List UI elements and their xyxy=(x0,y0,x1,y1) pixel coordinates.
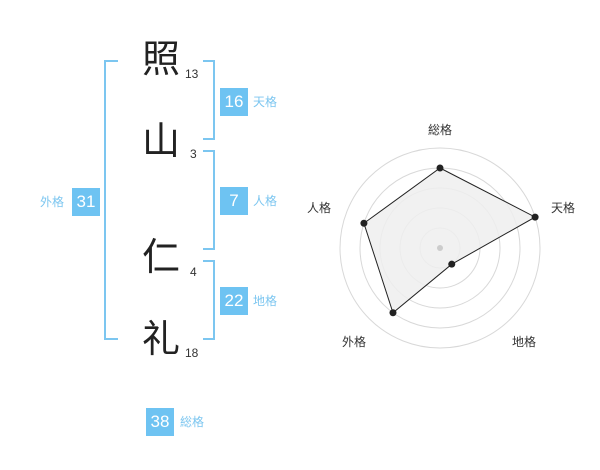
radar-label-jinkaku: 人格 xyxy=(307,200,331,215)
jinkaku-label: 人格 xyxy=(253,194,278,208)
stroke-count-2: 3 xyxy=(190,147,197,161)
jinkaku-value: 7 xyxy=(220,187,248,215)
radar-point-0 xyxy=(436,164,444,172)
radar-label-chikaku: 地格 xyxy=(512,334,536,349)
radar-point-3 xyxy=(389,309,397,317)
name-char-4: 礼 xyxy=(142,317,181,361)
soukaku-value: 38 xyxy=(146,408,174,436)
chikaku-label: 地格 xyxy=(253,294,278,308)
radar-label-soukaku: 総格 xyxy=(428,122,452,137)
gaikaku-value: 31 xyxy=(72,188,100,216)
stroke-count-4: 18 xyxy=(185,346,199,360)
stroke-count-1: 13 xyxy=(185,67,199,81)
radar-label-tenkaku: 天格 xyxy=(551,200,575,215)
chikaku-value: 22 xyxy=(220,287,248,315)
tenkaku-value: 16 xyxy=(220,88,248,116)
radar-point-2 xyxy=(448,260,456,268)
name-char-1: 照 xyxy=(142,37,181,81)
radar-label-gaikaku: 外格 xyxy=(342,334,366,349)
gaikaku-bracket xyxy=(104,60,118,340)
tenkaku-bracket xyxy=(203,60,215,140)
radar-center-dot xyxy=(437,245,443,251)
name-char-3: 仁 xyxy=(142,235,181,279)
radar-ring xyxy=(339,147,541,349)
name-char-2: 山 xyxy=(142,119,181,163)
chikaku-bracket xyxy=(203,260,215,340)
radar-point-1 xyxy=(531,213,539,221)
stroke-count-3: 4 xyxy=(190,265,197,279)
radar-point-4 xyxy=(360,219,368,227)
radar-polygon xyxy=(363,167,537,314)
gaikaku-label: 外格 xyxy=(40,195,65,209)
jinkaku-bracket xyxy=(203,150,215,250)
tenkaku-label: 天格 xyxy=(253,95,278,109)
soukaku-label: 総格 xyxy=(180,415,205,429)
